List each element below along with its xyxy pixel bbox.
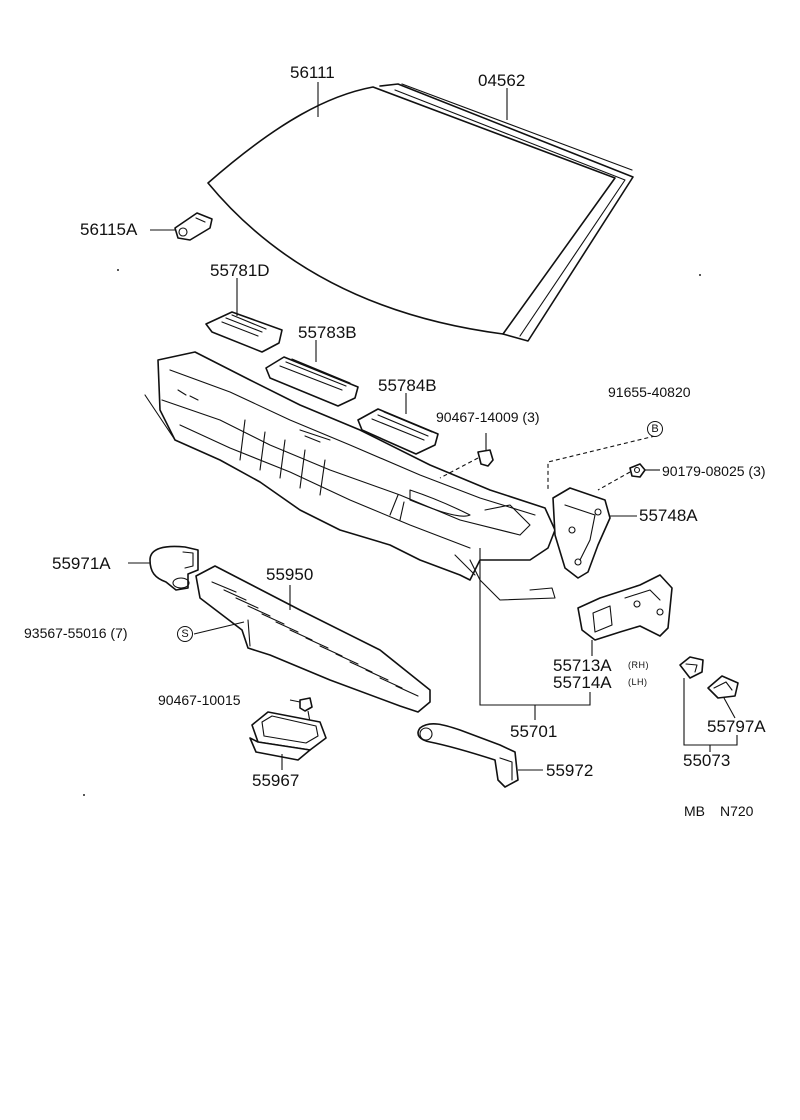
pad-55784B	[357, 408, 439, 455]
side-nozzle	[249, 711, 327, 770]
label-55748a: 55748A	[639, 506, 698, 525]
cover-part	[679, 656, 704, 679]
label-55073: 55073	[683, 751, 731, 770]
louver-clip	[289, 697, 313, 723]
screw-s-leader	[193, 621, 245, 635]
duct-left	[128, 545, 199, 591]
label-55714a: 55714A	[553, 673, 612, 692]
label-rh: (RH)	[628, 660, 649, 670]
cover-assy-leader	[683, 678, 738, 752]
print-specks	[83, 269, 701, 796]
label-55972: 55972	[546, 761, 594, 780]
defroster-louver	[195, 565, 431, 713]
weatherstrip	[379, 83, 634, 342]
assembly-leader	[479, 548, 591, 720]
bolt-b-symbol	[547, 435, 656, 490]
label-55701: 55701	[510, 722, 558, 741]
illustration-code: N720	[720, 803, 754, 819]
bolt-b-badge: B	[647, 421, 663, 437]
label-55783b: 55783B	[298, 323, 357, 342]
label-93567-55016: 93567-55016 (7)	[24, 625, 128, 641]
glass-leaders	[150, 82, 508, 414]
label-56115a: 56115A	[80, 220, 138, 239]
screw-s-badge: S	[177, 626, 193, 642]
label-55784b: 55784B	[378, 376, 437, 395]
cover-part-2	[707, 675, 739, 719]
pad-55783B	[265, 356, 359, 407]
illustration-code-prefix: MB	[684, 803, 705, 819]
label-56111: 56111	[290, 63, 335, 82]
cowl-clip	[439, 433, 494, 479]
label-90467-14009: 90467-14009 (3)	[436, 409, 540, 425]
label-55713a: 55713A	[553, 656, 612, 675]
label-55971a: 55971A	[52, 554, 111, 573]
label-55950: 55950	[266, 565, 314, 584]
label-55797a: 55797A	[707, 717, 766, 736]
cowl-panel	[144, 351, 556, 601]
side-bracket	[552, 487, 637, 579]
label-91655-40820: 91655-40820	[608, 384, 691, 400]
label-04562: 04562	[478, 71, 526, 90]
label-90179-08025: 90179-08025 (3)	[662, 463, 766, 479]
glass-clip	[174, 212, 213, 241]
label-55781d: 55781D	[210, 261, 270, 280]
duct-right	[417, 723, 543, 788]
label-55967: 55967	[252, 771, 300, 790]
label-90467-10015: 90467-10015	[158, 692, 241, 708]
nut	[597, 463, 660, 491]
windshield-glass	[207, 86, 616, 335]
label-lh: (LH)	[628, 677, 648, 687]
pad-55781D	[205, 311, 283, 353]
brace	[577, 574, 673, 656]
